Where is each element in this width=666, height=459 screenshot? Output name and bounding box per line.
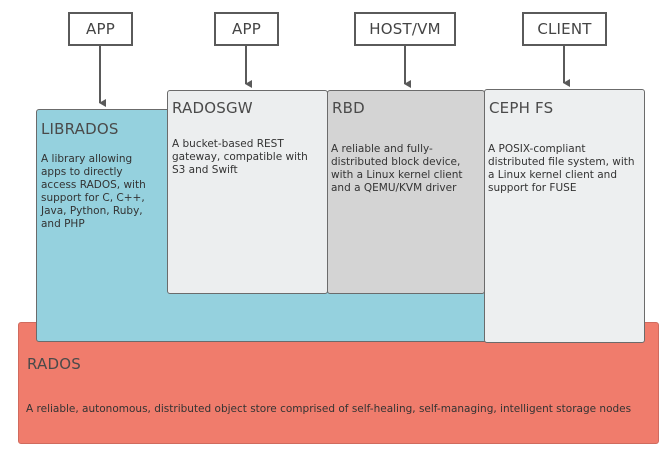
- host-vm-label: HOST/VM: [354, 12, 456, 46]
- radosgw-description: A bucket-based REST gateway, compatible …: [172, 138, 308, 176]
- rados-description: A reliable, autonomous, distributed obje…: [26, 403, 632, 415]
- librados-description: A library allowing apps to directly acce…: [41, 153, 146, 230]
- radosgw-box: RADOSGW A bucket-based REST gateway, com…: [167, 90, 328, 294]
- radosgw-title: RADOSGW: [172, 99, 253, 117]
- cephfs-description: A POSIX-compliant distributed file syste…: [488, 143, 635, 194]
- rbd-title: RBD: [332, 99, 365, 117]
- rados-title: RADOS: [27, 355, 81, 373]
- rbd-box: RBD A reliable and fully-distributed blo…: [327, 90, 485, 294]
- cephfs-title: CEPH FS: [489, 99, 554, 117]
- client-label: CLIENT: [522, 12, 607, 46]
- app-label-1: APP: [68, 12, 133, 46]
- cephfs-box: CEPH FS A POSIX-compliant distributed fi…: [484, 89, 645, 343]
- app-label-2: APP: [214, 12, 279, 46]
- librados-title: LIBRADOS: [41, 120, 119, 138]
- rbd-description: A reliable and fully-distributed block d…: [331, 143, 463, 194]
